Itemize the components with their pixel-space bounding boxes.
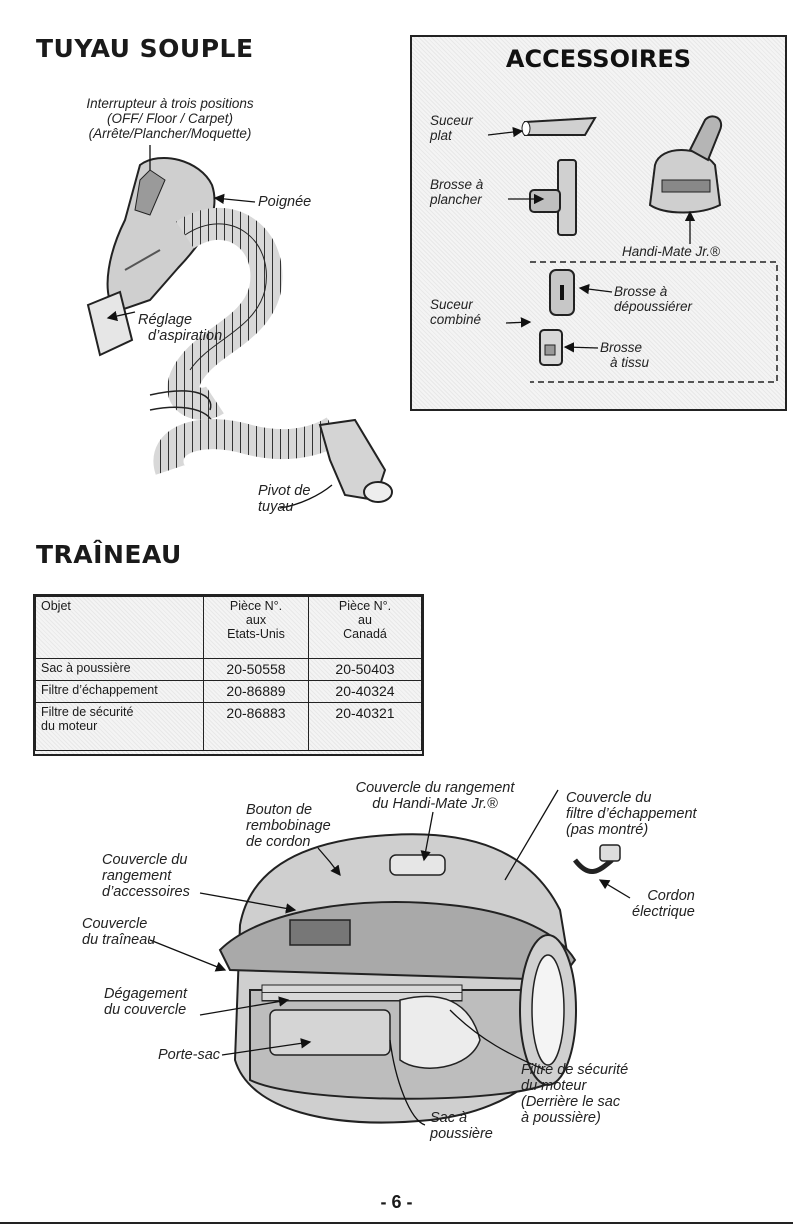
- canister-heading: TRAÎNEAU: [36, 540, 182, 569]
- switch-label: Interrupteur à trois positions (OFF/ Flo…: [86, 96, 254, 141]
- hose-illustration: [149, 208, 393, 503]
- power-cord-label: Cordon électrique: [632, 888, 695, 920]
- upholstery-tool-illustration: [539, 329, 563, 366]
- handimate-illustration: [648, 115, 723, 214]
- table-header-us: Pièce N°. aux Etats-Unis: [203, 596, 309, 659]
- table-row: Filtre d’échappement 20-86889 20-40324: [35, 680, 422, 703]
- cover-release-label: Dégagement du couvercle: [104, 986, 188, 1018]
- floor-brush-illustration: [529, 159, 577, 236]
- floor-brush-label: Brosse à plancher: [430, 177, 484, 207]
- dusting-brush-illustration: [549, 269, 575, 316]
- handle-label: Poignée: [258, 194, 312, 210]
- table-header-item: Objet: [35, 596, 204, 659]
- parts-table: Objet Pièce N°. aux Etats-Unis Pièce N°.…: [33, 594, 424, 756]
- handimate-label: Handi-Mate Jr.®: [622, 244, 720, 259]
- bag-holder-label: Porte-sac: [158, 1047, 221, 1063]
- bottom-rule: [0, 1222, 793, 1224]
- handimate-storage-label: Couvercle du rangement du Handi-Mate Jr.…: [355, 780, 515, 812]
- accessory-storage-cover-label: Couvercle du rangement d’accessoires: [102, 852, 190, 900]
- accessories-heading: ACCESSOIRES: [505, 45, 692, 73]
- dusting-brush-label: Brosse à dépoussiérer: [614, 284, 693, 314]
- page-number: - 6 -: [380, 1192, 413, 1212]
- crevice-tool-label: Suceur plat: [430, 113, 473, 143]
- table-row: Filtre de sécurité du moteur 20-86883 20…: [35, 702, 422, 751]
- suction-control-label: Réglage d’aspiration: [138, 312, 223, 344]
- table-row: Sac à poussière 20-50558 20-50403: [35, 658, 422, 681]
- dust-bag-label: Sac à poussière: [430, 1110, 493, 1142]
- table-header-ca: Pièce N°. au Canadá: [308, 596, 422, 659]
- table-header-row: Objet Pièce N°. aux Etats-Unis Pièce N°.…: [35, 596, 422, 659]
- hose-swivel-label: Pivot de tuyau: [258, 483, 311, 515]
- accessories-panel: ACCESSOIRES: [410, 35, 787, 411]
- crevice-tool-illustration: [521, 116, 597, 136]
- canister-cover-label: Couvercle du traîneau: [82, 916, 156, 948]
- combo-tool-group-outline: [530, 261, 778, 383]
- combo-tool-label: Suceur combiné: [430, 297, 482, 327]
- canister-illustration: [218, 833, 621, 1124]
- exhaust-filter-cover-label: Couvercle du filtre d’échappement (pas m…: [566, 790, 697, 838]
- hose-heading: TUYAU SOUPLE: [36, 34, 254, 63]
- motor-safety-filter-label: Filtre de sécurité du moteur (Derrière l…: [521, 1062, 629, 1126]
- cord-rewind-label: Bouton de rembobinage de cordon: [246, 802, 331, 850]
- upholstery-tool-label: Brosse à tissu: [600, 340, 650, 370]
